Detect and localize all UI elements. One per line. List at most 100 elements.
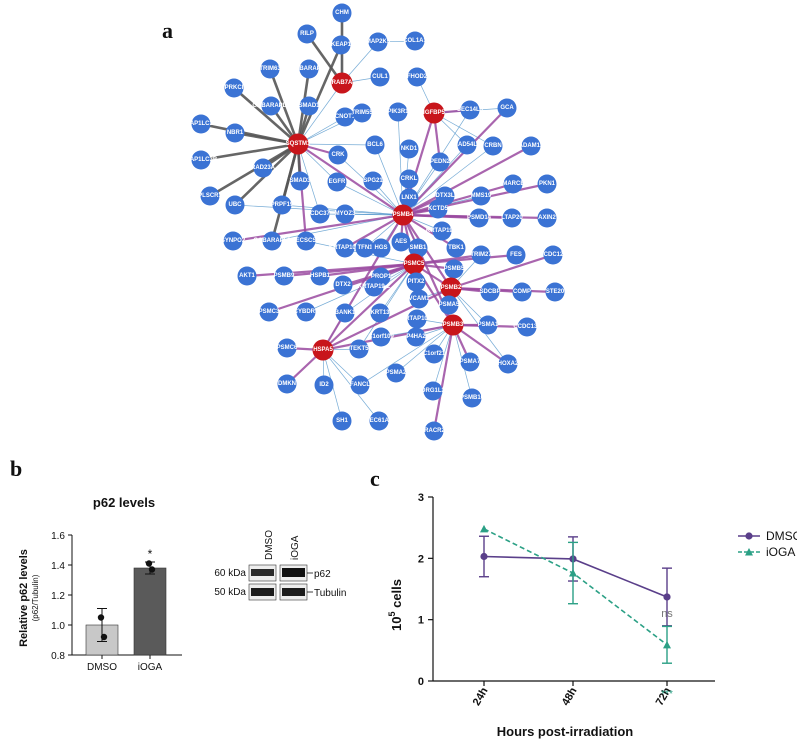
edge-thin-sqstm1-bcl6 bbox=[297, 143, 376, 146]
network-node-c1orf109: C1orf109 bbox=[368, 327, 394, 347]
network-node-label-kracr28: KRACR28 bbox=[420, 428, 449, 434]
network-node-circle-kracr28 bbox=[424, 421, 444, 441]
blot-band-p62-ioga bbox=[282, 568, 305, 577]
network-node-label-sec61a1: SEC61A1 bbox=[366, 418, 393, 424]
network-node-label-smarce1: SMARCE1 bbox=[498, 181, 528, 187]
network-node-rad54l2: RAD54L2 bbox=[454, 135, 481, 155]
network-node-ste20: STE20 bbox=[545, 282, 565, 302]
network-node-gabarapl2: GABARAPL2 bbox=[252, 96, 290, 116]
network-node-krtap19-2: KRTAP19-2 bbox=[358, 277, 391, 297]
bar-y-tick-label-0: 0.8 bbox=[51, 651, 65, 662]
network-node-circle-akt1 bbox=[237, 266, 257, 286]
network-node-label-bcl6: BCL6 bbox=[367, 142, 383, 148]
network-node-krtap10-7: KRTAP10-7 bbox=[401, 309, 434, 329]
network-node-circle-smad3 bbox=[290, 171, 310, 191]
network-node-ubc: UBC bbox=[225, 195, 245, 215]
network-node-circle-nbr1 bbox=[225, 123, 245, 143]
bar-y-tick-label-1: 1.0 bbox=[51, 621, 65, 632]
edge-purple-psmb3-hoxa2 bbox=[452, 324, 509, 365]
blot-band-tubulin-dmso bbox=[251, 588, 274, 596]
network-node-label-cybdr1: CYBDR1 bbox=[294, 309, 319, 315]
network-node-kracr28: KRACR28 bbox=[420, 421, 449, 441]
network-node-fancl: FANCL bbox=[350, 375, 370, 395]
network-node-label-map1lc3a: MAP1LC3A bbox=[185, 121, 218, 127]
network-node-label-krtap19-5: KRTAP19-5 bbox=[426, 228, 459, 234]
network-node-label-hgs: HGS bbox=[374, 245, 387, 251]
network-node-igfbp5: IGFBP5 bbox=[423, 102, 445, 124]
network-node-circle-smb1 bbox=[408, 238, 428, 258]
network-node-circle-psmb3 bbox=[442, 314, 464, 336]
network-node-label-sdcbp: SDCBP bbox=[479, 289, 500, 295]
network-node-circle-psma7 bbox=[460, 352, 480, 372]
line-annotation-0: ns bbox=[661, 608, 673, 620]
network-node-label-drg1l3: DRG1L3 bbox=[421, 388, 445, 394]
network-node-label-igfbp5: IGFBP5 bbox=[423, 110, 445, 116]
network-node-circle-psma1 bbox=[478, 315, 498, 335]
network-node-label-cnot1: CNOT1 bbox=[335, 114, 356, 120]
network-node-circle-p4ha2 bbox=[406, 327, 426, 347]
network-node-circle-psmb9 bbox=[274, 266, 294, 286]
line-point-dmso-72h bbox=[663, 593, 671, 601]
network-node-circle-cdc37 bbox=[310, 204, 330, 224]
network-node-psmd14: PSMD14 bbox=[467, 208, 492, 228]
network-node-circle-krtap10-3 bbox=[335, 238, 355, 258]
network-node-circle-pkn1 bbox=[537, 174, 557, 194]
network-node-label-rab7a: RAB7A bbox=[332, 80, 353, 86]
network-node-label-id2: ID2 bbox=[319, 382, 329, 388]
network-node-label-rad23a: RAD23A bbox=[251, 165, 276, 171]
network-node-label-trim55: TRIM55 bbox=[351, 110, 373, 116]
network-node-circle-pitx2 bbox=[406, 272, 426, 292]
network-node-label-ste20: STE20 bbox=[546, 289, 565, 295]
network-node-circle-hspa5 bbox=[312, 339, 334, 361]
panel-label-c: c bbox=[370, 466, 380, 491]
network-node-circle-igfbp5 bbox=[423, 102, 445, 124]
network-node-label-keap1: KEAP1 bbox=[331, 42, 352, 48]
network-node-circle-adam12 bbox=[521, 136, 541, 156]
line-point-ioga-48h bbox=[569, 569, 577, 577]
network-node-label-tbk1: TBK1 bbox=[448, 245, 464, 251]
network-node-label-gca: GCA bbox=[500, 105, 514, 111]
network-node-circle-krtap19-2 bbox=[364, 277, 384, 297]
network-node-map1lc3a: MAP1LC3A bbox=[185, 114, 218, 134]
network-node-psmc6: PSMC6 bbox=[277, 338, 298, 358]
network-node-crk: CRK bbox=[328, 145, 348, 165]
p62-bar-chart: p62 levels Relative p62 levels (p62/Tubu… bbox=[18, 495, 182, 673]
network-node-label-krtap19-2: KRTAP19-2 bbox=[358, 284, 391, 290]
network-node-circle-ltap20 bbox=[502, 208, 522, 228]
network-node-sqstm1: SQSTM1 bbox=[286, 133, 311, 155]
network-node-circle-gca bbox=[497, 98, 517, 118]
network-node-label-col1a1: COL1A1 bbox=[403, 38, 427, 44]
network-node-circle-tfn1 bbox=[355, 238, 375, 258]
network-node-label-hoxa2: HOXA2 bbox=[498, 361, 519, 367]
network-node-label-synpo2: SYNPO2 bbox=[221, 238, 246, 244]
network-node-rilp: RILP bbox=[297, 24, 317, 44]
edge-thin-psmb3-fancl bbox=[359, 324, 454, 386]
network-node-smad1: SMAD1 bbox=[298, 96, 320, 116]
network-node-circle-vcam1 bbox=[409, 289, 429, 309]
network-node-label-gabarapl3: GABARAPL3 bbox=[253, 238, 291, 244]
edge-purple-psmc5-hspb1 bbox=[319, 262, 415, 278]
line-y-axis-label: 105 cells bbox=[387, 579, 404, 631]
edge-purple-psmb2-psmb4 bbox=[402, 214, 452, 289]
network-node-label-hspa5: HSPA5 bbox=[313, 347, 333, 353]
network-node-map1lc3b: MAP1LC3B bbox=[185, 150, 218, 170]
network-node-label-ccdc136: CCDC136 bbox=[513, 324, 541, 330]
network-node-circle-pedn2 bbox=[430, 152, 450, 172]
network-node-label-psmc3: PSMC3 bbox=[259, 309, 280, 315]
network-node-label-smad1: SMAD1 bbox=[298, 103, 320, 109]
network-node-label-rad54l2: RAD54L2 bbox=[454, 142, 481, 148]
network-node-label-psmc5: PSMC5 bbox=[404, 261, 425, 267]
network-node-circle-psmb10 bbox=[462, 388, 482, 408]
bar-y-axis-label: Relative p62 levels bbox=[18, 549, 30, 647]
network-node-label-plscr1: PLSCR1 bbox=[198, 193, 222, 199]
line-point-ioga-24h bbox=[480, 524, 488, 533]
network-node-label-sqstm1: SQSTM1 bbox=[286, 141, 311, 147]
network-node-circle-krt13 bbox=[370, 303, 390, 323]
network-node-prpf19: PRPF19 bbox=[271, 195, 294, 215]
network-node-label-nkd1: NKD1 bbox=[401, 146, 418, 152]
line-x-tick-label-24h: 24h bbox=[471, 685, 491, 708]
line-point-ioga-72h bbox=[663, 640, 671, 649]
network-node-label-psma2: PSMA2 bbox=[386, 370, 407, 376]
